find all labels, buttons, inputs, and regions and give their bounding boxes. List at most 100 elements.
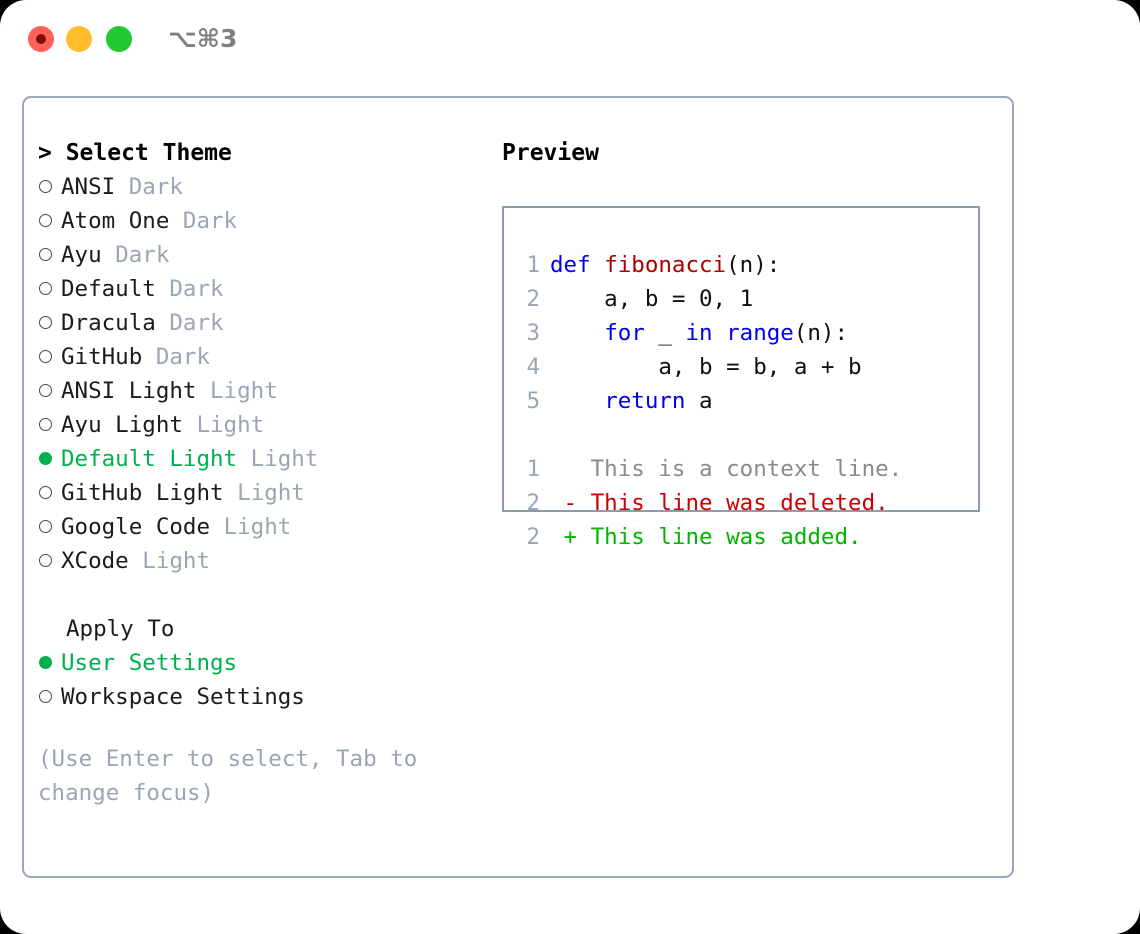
theme-list-item[interactable]: Dracula Dark (38, 306, 468, 340)
code-token: a (685, 388, 713, 414)
radio-empty-icon (39, 214, 52, 227)
code-token (550, 388, 604, 414)
code-token: in (685, 320, 713, 346)
theme-list-item[interactable]: Ayu Light Light (38, 408, 468, 442)
radio-empty-icon (39, 486, 52, 499)
radio-empty-icon (39, 554, 52, 567)
record-indicator-icon (36, 34, 46, 44)
theme-name: GitHub (61, 344, 143, 370)
apply-to-option[interactable]: Workspace Settings (38, 680, 468, 714)
code-token: a, b = 0, 1 (550, 286, 754, 312)
radio-empty-icon (39, 520, 52, 533)
code-token: a, b = b, a + b (550, 354, 862, 380)
line-number: 2 (526, 286, 540, 312)
radio-empty-icon (39, 248, 52, 261)
theme-list-item[interactable]: Atom One Dark (38, 204, 468, 238)
diff-line: 2 - This line was deleted. (518, 486, 902, 520)
theme-kind-badge: Dark (182, 208, 238, 234)
diff-text: This line was added. (590, 524, 862, 550)
apply-to-header: Apply To (66, 616, 175, 642)
theme-list-item[interactable]: Default Light Light (38, 442, 468, 476)
diff-line: 2 + This line was added. (518, 520, 902, 554)
spacer (102, 242, 116, 268)
theme-kind-badge: Light (196, 412, 265, 438)
theme-name: ANSI (61, 174, 116, 200)
spacer (156, 310, 170, 336)
preview-title: Preview (502, 140, 599, 166)
theme-kind-badge: Light (210, 378, 278, 404)
radio-empty-icon (39, 350, 52, 363)
line-number: 3 (526, 320, 540, 346)
radio-empty-icon (39, 384, 52, 397)
theme-name: Atom One (61, 208, 170, 234)
maximize-button[interactable] (106, 26, 132, 52)
spacer (210, 514, 224, 540)
line-number: 5 (526, 388, 540, 414)
keyboard-hint-text: (Use Enter to select, Tab to change focu… (38, 746, 418, 806)
minimize-button[interactable] (66, 26, 92, 52)
code-token: (n): (726, 252, 781, 278)
code-token: return (604, 388, 686, 414)
theme-list-item[interactable]: Google Code Light (38, 510, 468, 544)
theme-list-item[interactable]: ANSI Dark (38, 170, 468, 204)
theme-name: Dracula (61, 310, 156, 336)
spacer (237, 446, 251, 472)
code-token: for (604, 320, 645, 346)
code-token: range (726, 320, 794, 346)
code-line: 5 return a (518, 384, 902, 418)
spacer (196, 378, 210, 404)
theme-name: Google Code (61, 514, 211, 540)
line-number: 1 (526, 456, 540, 482)
apply-to-option[interactable]: User Settings (38, 646, 468, 680)
line-number: 1 (526, 252, 540, 278)
radio-selected-icon (39, 656, 52, 669)
code-token (713, 320, 727, 346)
theme-kind-badge: Light (250, 446, 319, 472)
radio-selected-icon (39, 452, 52, 465)
list-spacer (38, 578, 468, 612)
theme-kind-badge: Light (223, 514, 292, 540)
diff-marker (550, 456, 591, 482)
theme-name: Default Light (61, 446, 238, 472)
theme-kind-badge: Dark (115, 242, 170, 268)
theme-list-item[interactable]: XCode Light (38, 544, 468, 578)
theme-list-item[interactable]: GitHub Dark (38, 340, 468, 374)
apply-to-label-text: Workspace Settings (61, 684, 305, 710)
theme-list-item[interactable]: GitHub Light Light (38, 476, 468, 510)
code-line: 4 a, b = b, a + b (518, 350, 902, 384)
radio-empty-icon (39, 282, 52, 295)
radio-empty-icon (39, 180, 52, 193)
code-token: _ (644, 320, 686, 346)
title-bar: ⌥⌘3 (0, 0, 1140, 78)
code-token (550, 320, 604, 346)
diff-text: This is a context line. (590, 456, 903, 482)
window-shortcut-label: ⌥⌘3 (168, 24, 238, 53)
theme-name: Ayu (61, 242, 102, 268)
line-number: 2 (526, 524, 540, 550)
diff-line: 1 This is a context line. (518, 452, 902, 486)
code-token: (n): (793, 320, 849, 346)
radio-empty-icon (39, 690, 52, 703)
theme-name: ANSI Light (61, 378, 197, 404)
radio-empty-icon (39, 316, 52, 329)
theme-kind-badge: Dark (169, 276, 224, 302)
code-blank-line (518, 418, 902, 452)
line-number: 2 (526, 490, 540, 516)
diff-marker: - (550, 490, 591, 516)
spacer (115, 174, 129, 200)
code-token: def (550, 252, 605, 278)
code-line: 3 for _ in range(n): (518, 316, 902, 350)
spacer (169, 208, 183, 234)
theme-list-item[interactable]: ANSI Light Light (38, 374, 468, 408)
theme-kind-badge: Light (237, 480, 305, 506)
theme-list-item[interactable]: Default Dark (38, 272, 468, 306)
theme-list-item[interactable]: Ayu Dark (38, 238, 468, 272)
